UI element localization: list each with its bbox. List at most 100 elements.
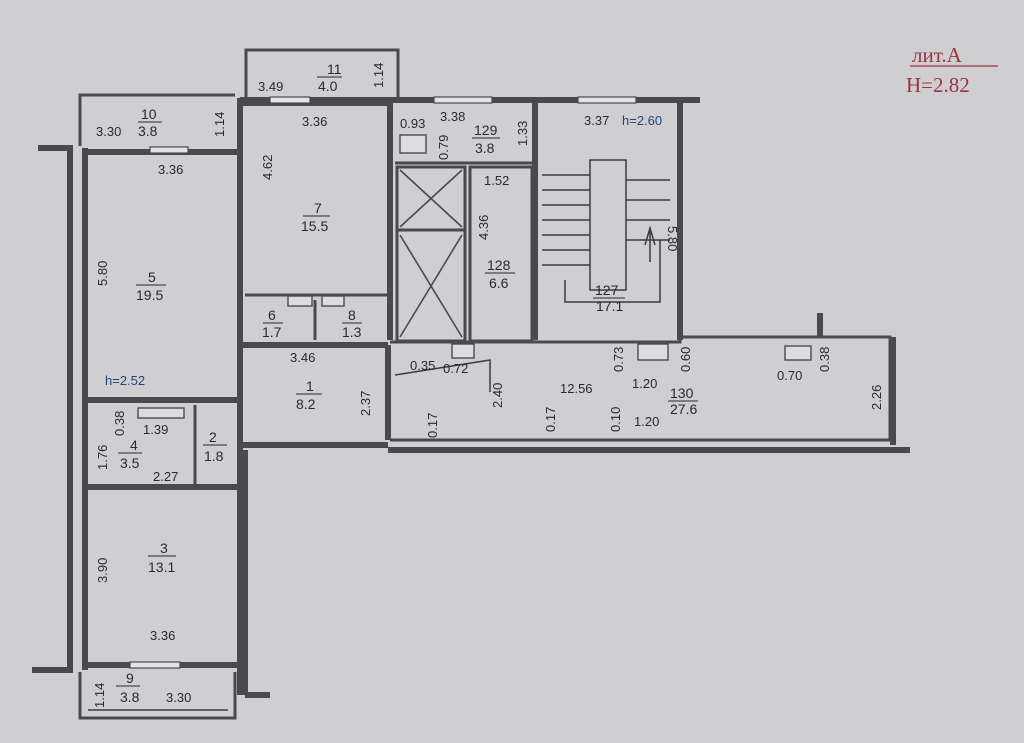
dim-3.49: 3.49 (258, 79, 283, 94)
fixtures (137, 134, 812, 419)
room3-area: 13.1 (148, 559, 175, 575)
room5-number: 5 (148, 269, 156, 285)
stamp: лит.А H=2.82 (906, 43, 998, 97)
room5-area: 19.5 (136, 287, 163, 303)
window-room5 (149, 146, 189, 154)
dim-2.37: 2.37 (358, 391, 373, 416)
room129-number: 129 (474, 122, 498, 138)
dim-4.62: 4.62 (260, 155, 275, 180)
toilet-fixture (321, 295, 345, 307)
dim-1.52: 1.52 (484, 173, 509, 188)
room9-number: 9 (126, 670, 134, 686)
lift1-cross-b (399, 169, 463, 228)
dim-0.38-room4: 0.38 (112, 411, 127, 436)
room11-number: 11 (327, 61, 342, 77)
dim-1.14-balcony11: 1.14 (371, 63, 386, 88)
room130-area: 27.6 (670, 401, 697, 417)
dim-0.38-corridor: 0.38 (817, 347, 832, 372)
dim-3.36-room5: 3.36 (158, 162, 183, 177)
window-room129 (433, 96, 493, 104)
dim-4.36: 4.36 (476, 215, 491, 240)
dim-0.79: 0.79 (436, 135, 451, 160)
room-labels: 11 4.0 10 3.8 7 15.5 129 3.8 5 19.5 128 … (116, 61, 698, 705)
balcony9-outline (78, 672, 237, 720)
room1-area: 8.2 (296, 396, 316, 412)
dim-0.72: 0.72 (443, 361, 468, 376)
left-outer-wall (32, 145, 73, 673)
room128-number: 128 (487, 257, 511, 273)
dim-1.20-upper: 1.20 (632, 376, 657, 391)
dim-1.14-balcony10: 1.14 (212, 112, 227, 137)
room2-number: 2 (209, 429, 217, 445)
corridor-fixture-2 (637, 343, 669, 361)
corridor-guide (394, 359, 491, 392)
dim-2.27: 2.27 (153, 469, 178, 484)
room7-area: 15.5 (301, 218, 328, 234)
dim-0.60: 0.60 (678, 347, 693, 372)
room127-area: 17.1 (596, 298, 623, 314)
corridor-outline (390, 335, 892, 442)
balcony11-outline (244, 48, 400, 98)
room6-number: 6 (268, 307, 276, 323)
lift2-cross-b (399, 234, 463, 338)
dim-1.33: 1.33 (515, 121, 530, 146)
window-room3 (129, 661, 181, 669)
room1-number: 1 (306, 378, 314, 394)
room4-number: 4 (130, 437, 138, 453)
staircase (542, 159, 670, 303)
dim-1.76: 1.76 (95, 445, 110, 470)
room3-number: 3 (160, 540, 168, 556)
dim-0.35: 0.35 (410, 358, 435, 373)
dim-1.39: 1.39 (143, 422, 168, 437)
room8-area: 1.3 (342, 324, 362, 340)
dim-0.17-a: 0.17 (425, 413, 440, 438)
bath-fixture (287, 295, 313, 307)
dim-3.30-balcony10: 3.30 (96, 124, 121, 139)
dim-3.90: 3.90 (95, 558, 110, 583)
dim-2.40: 2.40 (490, 383, 505, 408)
window-stair (577, 96, 637, 104)
room9-area: 3.8 (120, 689, 140, 705)
stair-well (589, 159, 627, 291)
dim-0.93: 0.93 (400, 116, 425, 131)
room8-number: 8 (348, 307, 356, 323)
room11-area: 4.0 (318, 78, 338, 94)
dimensions: 3.49 1.14 3.30 1.14 3.36 3.36 4.62 0.93 … (92, 63, 884, 708)
room127-number: 127 (595, 282, 619, 298)
balcony10-outline (78, 93, 235, 146)
room10-number: 10 (141, 106, 157, 122)
dim-3.37: 3.37 (584, 113, 609, 128)
sink-fixture (399, 134, 427, 154)
dim-5.80-room5: 5.80 (95, 261, 110, 286)
windows (129, 96, 637, 669)
room10-area: 3.8 (138, 123, 158, 139)
dim-2.26: 2.26 (869, 385, 884, 410)
height-h2.52: h=2.52 (105, 373, 145, 388)
dim-12.56: 12.56 (560, 381, 593, 396)
window-room7 (269, 96, 311, 104)
dim-3.36-room3: 3.36 (150, 628, 175, 643)
dim-0.73: 0.73 (611, 347, 626, 372)
room130-number: 130 (670, 385, 694, 401)
corridor-fixture-3 (784, 345, 812, 361)
stair-landing (564, 240, 661, 303)
dim-5.80-stair: 5.80 (665, 226, 680, 251)
dim-1.20-lower: 1.20 (634, 414, 659, 429)
room4-area: 3.5 (120, 455, 140, 471)
dim-0.10: 0.10 (608, 407, 623, 432)
stamp-lit: лит.А (912, 43, 963, 67)
stamp-height: H=2.82 (906, 73, 970, 97)
dim-3.38: 3.38 (440, 109, 465, 124)
dim-0.17-b: 0.17 (543, 407, 558, 432)
room6-area: 1.7 (262, 324, 282, 340)
dim-3.46: 3.46 (290, 350, 315, 365)
dim-0.70: 0.70 (777, 368, 802, 383)
bath-fixture-2 (137, 407, 185, 419)
dim-3.36-room7: 3.36 (302, 114, 327, 129)
room128-area: 6.6 (489, 275, 509, 291)
height-h2.60: h=2.60 (622, 113, 662, 128)
corridor-fixture (451, 343, 475, 359)
dim-3.30-balcony9: 3.30 (166, 690, 191, 705)
